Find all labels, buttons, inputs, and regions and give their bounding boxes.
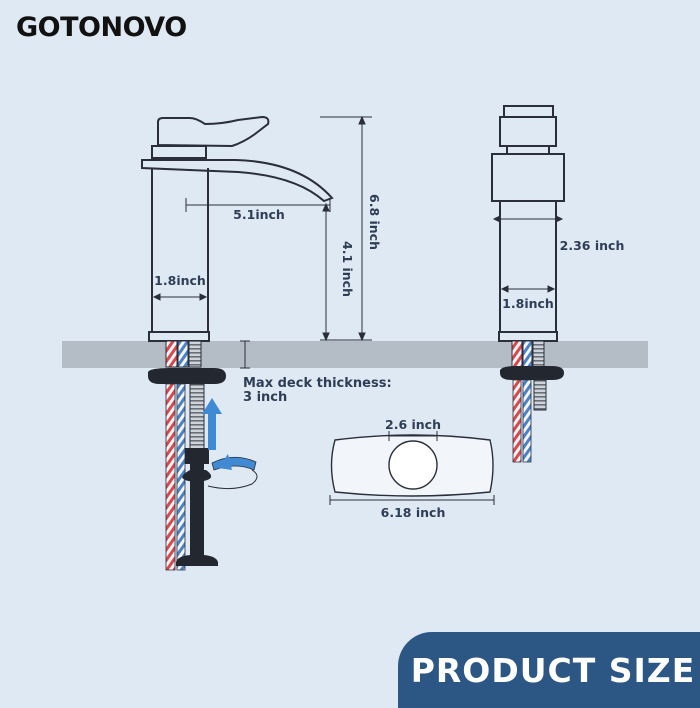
spout-height-label: 4.1 inch bbox=[340, 241, 355, 297]
side-dimension-lines bbox=[492, 215, 564, 293]
brand-logo: GOTONOVO bbox=[16, 12, 187, 43]
product-size-banner: PRODUCT SIZE bbox=[398, 632, 700, 708]
deck-surface bbox=[62, 341, 648, 368]
base-width-front-label: 1.8inch bbox=[154, 273, 206, 288]
base-width-side-label: 1.8inch bbox=[502, 296, 554, 311]
front-dimension-lines bbox=[152, 115, 372, 369]
total-height-label: 6.8 inch bbox=[367, 194, 382, 250]
deck-plate bbox=[330, 434, 494, 497]
plate-dimension-lines bbox=[329, 431, 495, 505]
deck-thickness-label-line2: 3 inch bbox=[243, 390, 287, 405]
plate-hole-label: 2.6 inch bbox=[385, 417, 441, 432]
plate-length-label: 6.18 inch bbox=[381, 505, 446, 520]
spout-reach-label: 5.1inch bbox=[233, 207, 285, 222]
tighten-up-arrow-icon bbox=[202, 398, 222, 450]
rotate-arrow-icon bbox=[207, 454, 258, 490]
front-mounting-hardware bbox=[148, 340, 226, 571]
side-depth-label: 2.36 inch bbox=[560, 238, 625, 253]
faucet-front-view bbox=[141, 115, 334, 342]
deck-thickness-label-line1: Max deck thickness: bbox=[243, 376, 392, 391]
side-mounting-hardware bbox=[500, 340, 564, 463]
